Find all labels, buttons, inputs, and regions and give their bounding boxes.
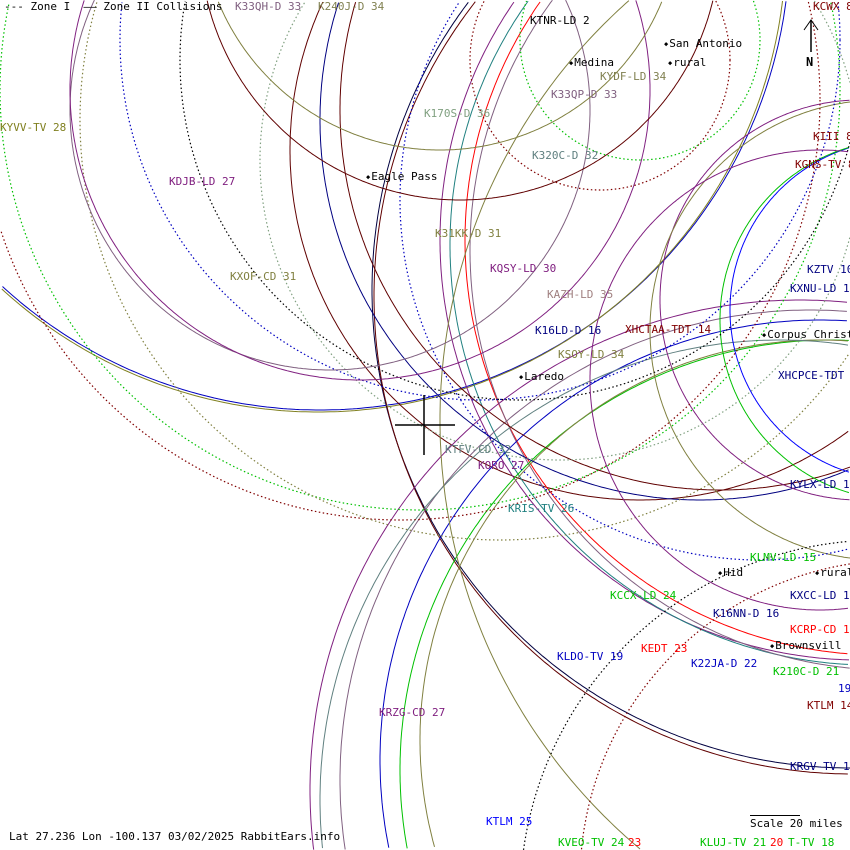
station-label[interactable]: K31KK-D 31 (435, 227, 502, 240)
station-label[interactable]: 23 (628, 836, 642, 849)
station-label[interactable]: KXNU-LD 10 (790, 282, 850, 295)
coverage-circle (339, 309, 847, 850)
station-label[interactable]: K320C-D 32 (532, 149, 599, 162)
coverage-circle (399, 0, 848, 561)
station-label[interactable]: KCCX-LD 24 (610, 589, 677, 602)
north-arrow-icon (803, 19, 819, 52)
station-label[interactable]: KRIS-TV 26 (508, 502, 575, 515)
station-label[interactable]: K16LD-D 16 (535, 324, 602, 337)
coverage-circle (522, 540, 849, 850)
station-label[interactable]: KQSY-LD 30 (490, 262, 557, 275)
coverage-circle (659, 99, 850, 501)
coverage-circle (2, 1, 787, 411)
legend-zone2: —— Zone II Collisions (83, 0, 223, 13)
station-label[interactable]: KXOF-CD 31 (230, 270, 297, 283)
station-label[interactable]: K22JA-D 22 (691, 657, 758, 670)
coverage-circle (589, 149, 849, 611)
city-marker: rural (668, 57, 706, 69)
footer-info: Lat 27.236 Lon -100.137 03/02/2025 Rabbi… (9, 830, 341, 843)
station-label[interactable]: K170S-D 36 (424, 107, 491, 120)
station-label[interactable]: KLMV-LD 15 (750, 551, 817, 564)
station-label[interactable]: KORO 27 (478, 459, 525, 472)
scale-bar (750, 815, 800, 816)
coverage-circle (0, 1, 821, 521)
city-marker: Corpus Christ (762, 329, 850, 341)
city-marker: Hid (718, 567, 743, 579)
station-label[interactable]: KAZH-LD 35 (547, 288, 614, 301)
coverage-circle (289, 1, 849, 501)
coverage-circle (79, 0, 849, 541)
city-marker: rural (815, 567, 850, 579)
coverage-circle (1, 0, 783, 413)
legend-zone1: --- Zone I (4, 0, 71, 13)
station-label[interactable]: KGNS-TV 8 (795, 158, 850, 171)
coverage-circle (339, 1, 850, 491)
station-label[interactable]: K33QP-D 33 (551, 88, 618, 101)
station-label[interactable]: KTLM 25 (486, 815, 533, 828)
station-label[interactable]: 20 (770, 836, 784, 849)
station-label[interactable]: KXCC-LD 16 (790, 589, 850, 602)
city-marker: Medina (569, 57, 614, 69)
station-label[interactable]: KZTV 10 (807, 263, 850, 276)
coverage-circle (519, 0, 761, 161)
coverage-circle (69, 0, 651, 381)
station-label[interactable]: KLDO-TV 19 (557, 650, 624, 663)
station-label[interactable]: KIII 8 (813, 130, 850, 143)
station-label[interactable]: KYDF-LD 34 (600, 70, 667, 83)
coverage-circle (439, 0, 641, 850)
city-marker: Eagle Pass (366, 171, 437, 183)
station-label[interactable]: KDJB-LD 27 (169, 175, 236, 188)
city-marker: Laredo (519, 371, 564, 383)
coverage-circle (371, 2, 850, 769)
north-label: N (806, 55, 814, 69)
city-marker: Brownsvill (770, 640, 841, 652)
coverage-circle (217, 1, 663, 151)
station-label[interactable]: KSOY-LD 34 (558, 348, 625, 361)
station-label[interactable]: KTFV-CD 32 (445, 443, 512, 456)
station-label[interactable]: KYLX-LD 13 (790, 478, 850, 491)
station-label[interactable]: KCWX 8 (813, 0, 850, 13)
station-label[interactable]: KYVV-TV 28 (0, 121, 67, 134)
station-label[interactable]: K210C-D 21 (773, 665, 840, 678)
coverage-circle (0, 2, 841, 511)
coverage-circle (319, 2, 849, 501)
station-label[interactable]: KTNR-LD 2 (530, 14, 590, 27)
station-label[interactable]: K240J-D 34 (318, 0, 385, 13)
coverage-circle (319, 339, 849, 849)
station-label[interactable]: KRGV-TV 13 (790, 760, 850, 773)
station-label[interactable]: XHCPCE-TDT 7 (778, 369, 850, 382)
coverage-circle (69, 0, 591, 371)
coverage-circle (119, 2, 841, 401)
station-label[interactable]: T-TV 18 (788, 836, 835, 849)
station-label[interactable]: KRZG-CD 27 (379, 706, 446, 719)
station-label[interactable]: 19 (838, 682, 850, 695)
station-label[interactable]: KEDT 23 (641, 642, 688, 655)
coverage-circle (399, 339, 849, 849)
station-label[interactable]: KLUJ-TV 21 (700, 836, 767, 849)
station-label[interactable]: KCRP-CD 17 (790, 623, 850, 636)
coverage-circle (379, 319, 847, 848)
coverage-circle (439, 1, 850, 661)
coverage-circle (419, 339, 848, 848)
station-label[interactable]: KTLM 14 (807, 699, 850, 712)
coverage-circle (206, 0, 714, 201)
station-label[interactable]: K33QH-D 33 (235, 0, 302, 13)
coverage-circle (729, 147, 850, 473)
coverage-circle (373, 1, 848, 775)
coverage-circle (309, 299, 848, 850)
coverage-circle (449, 0, 849, 665)
station-label[interactable]: K16NN-D 16 (713, 607, 780, 620)
station-label[interactable]: XHCTAA-TDT 14 (625, 323, 712, 336)
station-label[interactable]: KVEO-TV 24 (558, 836, 625, 849)
scale-label: Scale 20 miles (750, 817, 843, 830)
coverage-circle (719, 146, 850, 494)
city-marker: San Antonio (664, 38, 742, 50)
coverage-circle (259, 0, 850, 461)
legend: --- Zone I —— Zone II Collisions (4, 1, 223, 13)
coverage-circle (649, 101, 850, 559)
